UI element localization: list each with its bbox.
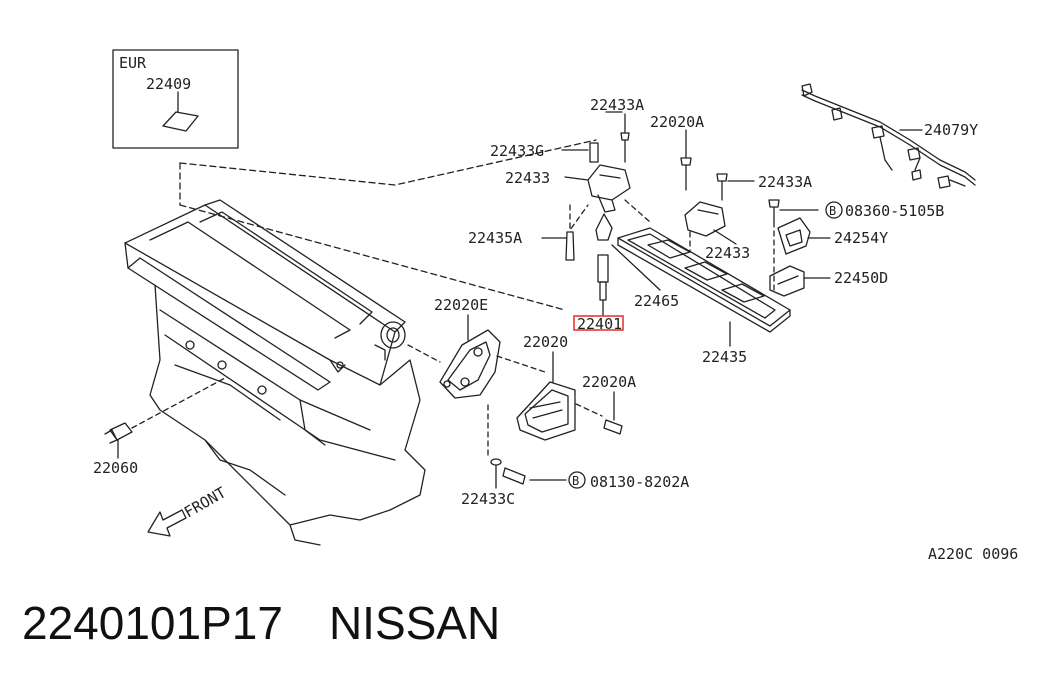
- part-22060-sensor: [104, 377, 226, 459]
- label-24254Y: 24254Y: [834, 229, 888, 247]
- label-22450D: 22450D: [834, 269, 888, 287]
- label-22465: 22465: [634, 292, 679, 310]
- front-arrow: [147, 509, 187, 537]
- label-22020A-low: 22020A: [582, 373, 636, 391]
- bolt-marker-08360-letter: B: [829, 204, 836, 218]
- part-24079Y-harness: [801, 83, 976, 189]
- part-22433C-washer: [490, 458, 502, 466]
- label-22433-mid: 22433: [705, 244, 750, 262]
- bolt-marker-08360: [825, 201, 843, 219]
- part-22401-spark-plug: [597, 254, 609, 317]
- label-24079Y: 24079Y: [924, 121, 978, 139]
- label-08360-5105B: 08360-5105B: [845, 202, 944, 220]
- drawing-code: A220C 0096: [928, 545, 1018, 563]
- label-22020: 22020: [523, 333, 568, 351]
- engine-block: [124, 199, 426, 546]
- part-22433-coil-left: [564, 164, 631, 213]
- bolt-marker-08130: [568, 471, 586, 489]
- label-22409: 22409: [146, 75, 191, 93]
- label-22433-left: 22433: [505, 169, 550, 187]
- part-22435-cover-plate: [617, 227, 791, 347]
- part-22433A-bolt-right: [716, 173, 728, 201]
- label-22433A-right: 22433A: [758, 173, 812, 191]
- bolt-08360: [768, 199, 780, 223]
- eur-inset-box: [112, 49, 239, 149]
- part-22020-module: [516, 351, 623, 441]
- label-22060: 22060: [93, 459, 138, 477]
- part-22433A-bolt-top: [620, 132, 630, 163]
- part-22435A-plug: [541, 204, 589, 261]
- front-label: FRONT: [181, 483, 229, 521]
- inset-region-label: EUR: [119, 54, 147, 72]
- part-footer: 2240101P17 NISSAN: [22, 596, 500, 650]
- label-22020A-top: 22020A: [650, 113, 704, 131]
- part-22020E-bracket: [407, 314, 546, 456]
- label-22433G: 22433G: [490, 142, 544, 160]
- label-22435: 22435: [702, 348, 747, 366]
- label-22401: 22401: [577, 315, 622, 333]
- label-22020E: 22020E: [434, 296, 488, 314]
- part-22020A-bolt-top: [680, 157, 692, 191]
- label-22435A: 22435A: [468, 229, 522, 247]
- part-number: 2240101P17: [22, 597, 283, 649]
- highlight-box-22401: [573, 315, 624, 331]
- inset-part-22409: [162, 111, 199, 132]
- label-22433A-top: 22433A: [590, 96, 644, 114]
- leader-22465: [611, 244, 661, 291]
- bolt-08130: [502, 467, 526, 485]
- part-24254Y: [777, 217, 831, 255]
- label-22433C: 22433C: [461, 490, 515, 508]
- part-22450D: [769, 265, 831, 297]
- part-22433G: [589, 142, 599, 163]
- bolt-marker-08130-letter: B: [572, 474, 579, 488]
- part-22433-coil-mid: [684, 201, 737, 253]
- brand-name: NISSAN: [328, 597, 501, 649]
- label-08130-8202A: 08130-8202A: [590, 473, 689, 491]
